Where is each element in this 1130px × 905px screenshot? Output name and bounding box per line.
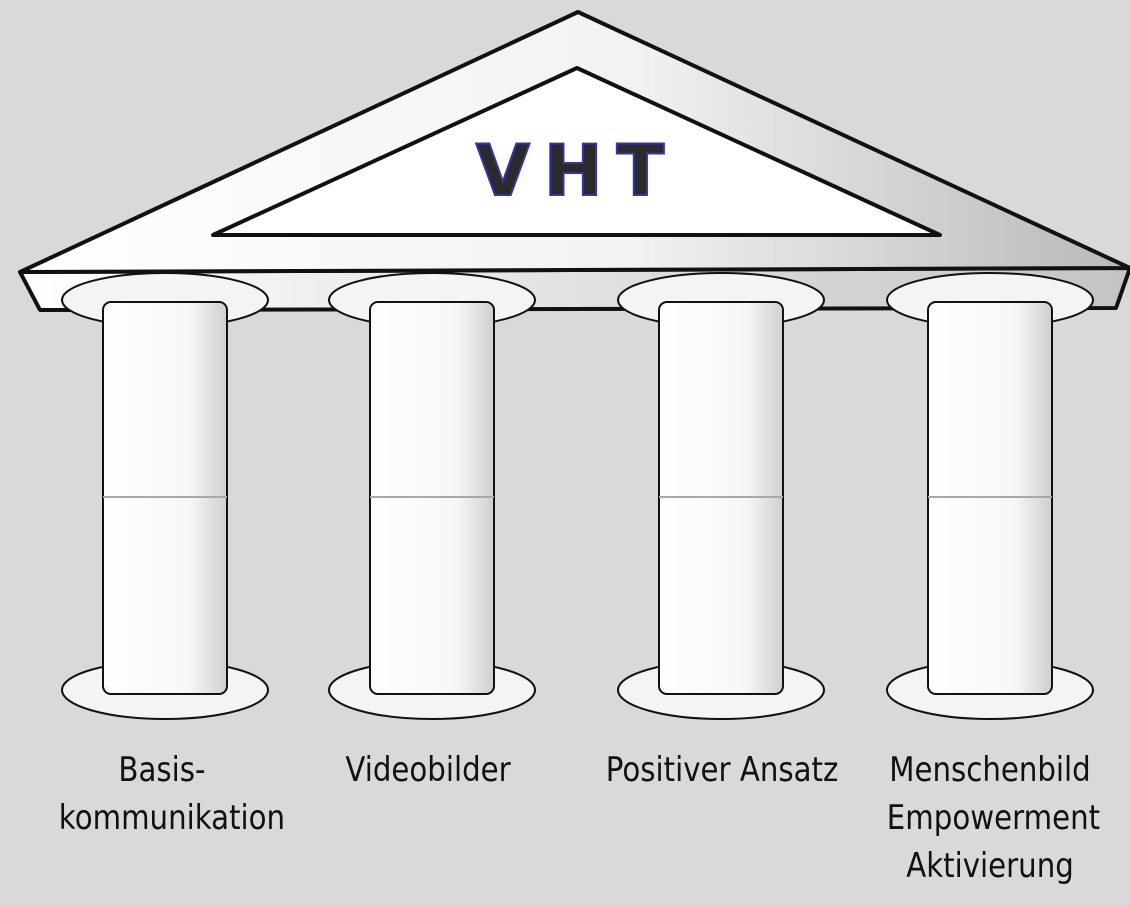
pillar-label-4-line-1: Menschenbild bbox=[889, 750, 1091, 790]
roof-inner-triangle bbox=[211, 66, 942, 237]
column-1 bbox=[61, 272, 269, 720]
roof: VHT bbox=[18, 10, 1130, 312]
column-4 bbox=[886, 272, 1094, 720]
column-3 bbox=[617, 272, 825, 720]
column-2 bbox=[328, 272, 536, 720]
pillar-label-3-line-1: Positiver Ansatz bbox=[605, 750, 839, 790]
pillar-label-4: Menschenbild Empowerment Aktivierung bbox=[886, 746, 1101, 890]
pillar-label-2-line-1: Videobilder bbox=[345, 750, 511, 790]
columns bbox=[61, 272, 1094, 720]
pillar-label-3: Positiver Ansatz bbox=[605, 746, 839, 794]
pillar-label-1-line-1: Basis- bbox=[118, 750, 206, 790]
pillar-label-4-line-3: Aktivierung bbox=[906, 846, 1074, 886]
pillar-label-2: Videobilder bbox=[325, 746, 531, 794]
pillar-label-1-line-2: kommunikation bbox=[58, 798, 286, 838]
roof-title: VHT bbox=[476, 130, 679, 212]
pillar-label-4-line-2: Empowerment bbox=[886, 798, 1101, 838]
pillar-label-1: Basis- kommunikation bbox=[58, 746, 286, 842]
